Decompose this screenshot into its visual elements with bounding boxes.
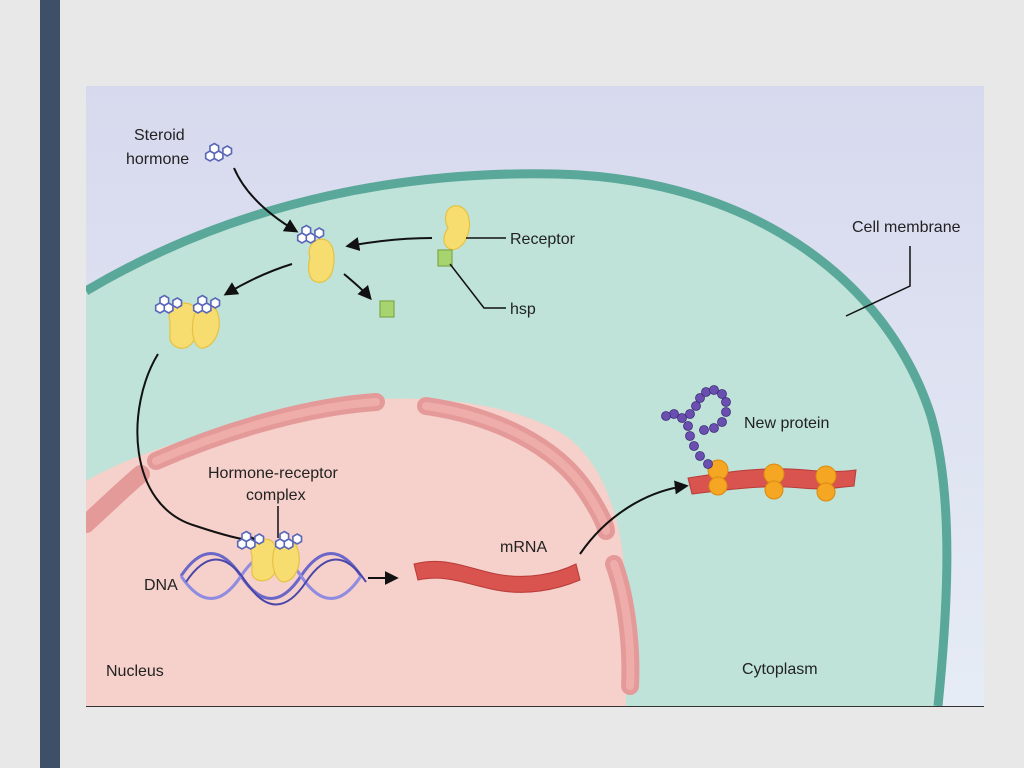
dimerization-arrow [223,263,293,296]
slide-side-bar [40,0,60,768]
label-new-protein: New protein [744,415,829,432]
label-mrna: mRNA [500,539,547,556]
cell-membrane [86,169,952,706]
steroid-hormone-diagram: Steroid hormone Receptor hsp Cell membra… [86,86,984,707]
hsp-pointer-line [449,263,506,309]
released-hsp [379,300,395,318]
label-steroid-hormone-1: Steroid [134,127,185,144]
receptor-binding-arrow [345,237,433,251]
translation-arrow [579,480,689,555]
membrane-pointer-line [845,246,911,317]
label-receptor: Receptor [510,231,576,248]
nucleus-region [86,398,626,706]
label-cytoplasm: Cytoplasm [742,661,818,678]
new-protein-chain [661,385,731,469]
label-dna: DNA [144,577,178,594]
label-nucleus: Nucleus [106,663,164,680]
nuclear-entry-arrow [136,353,261,548]
hormone-bound-receptor [296,224,335,283]
hormone-receptor-complex [236,530,303,583]
mrna-strand [413,560,581,593]
hsp-block [437,249,453,267]
label-steroid-hormone-2: hormone [126,151,189,168]
ribosomes [707,459,837,502]
label-cell-membrane: Cell membrane [852,219,961,236]
label-complex-2: complex [246,487,306,504]
receptor-hsp-complex [437,205,471,267]
hsp-release-arrow [343,273,372,301]
receptor-dimer [154,294,221,349]
label-complex-1: Hormone-receptor [208,465,339,482]
label-hsp: hsp [510,301,536,318]
hormone-entry-arrow [233,167,299,233]
